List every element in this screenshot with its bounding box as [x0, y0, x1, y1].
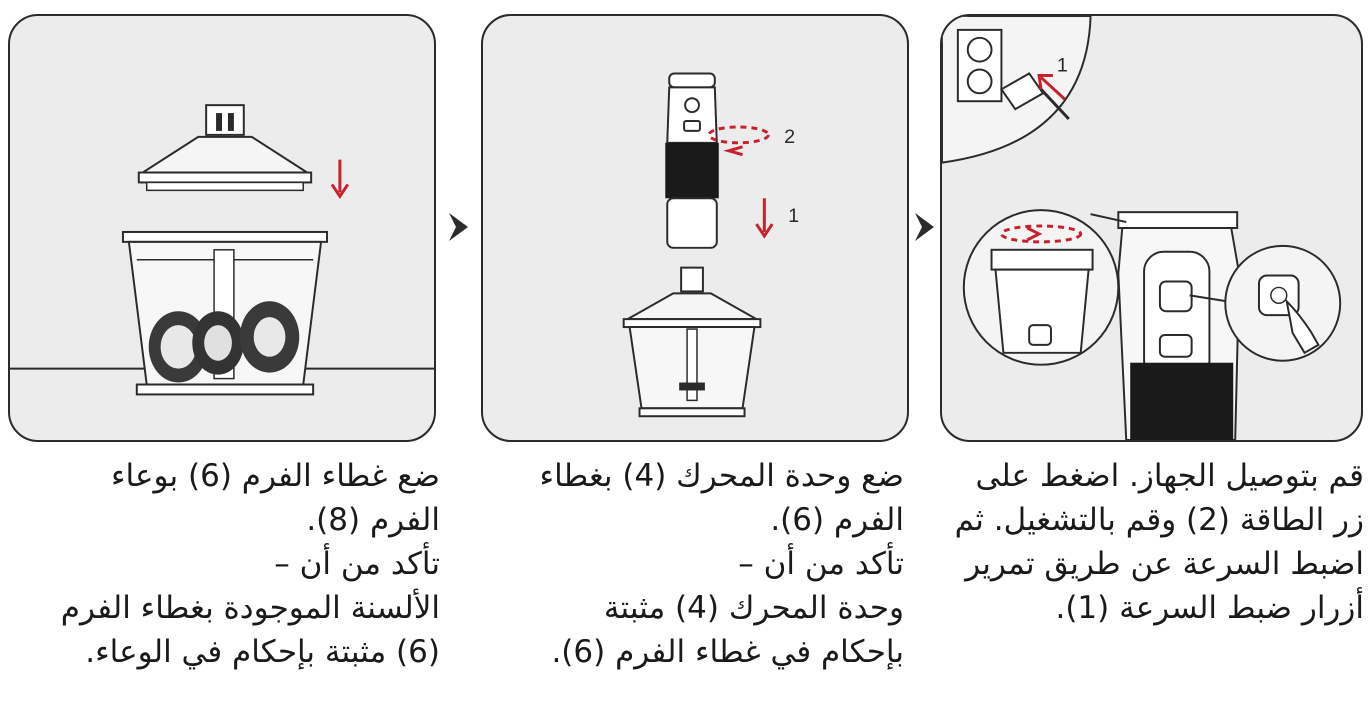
arrow-up-left-icon	[1037, 73, 1066, 101]
instruction-line: تأكد من أن –	[274, 546, 440, 582]
illustration-motor-lid: 2 1	[622, 72, 799, 418]
instruction-line: وحدة المحرك (4) مثبتة	[603, 590, 904, 626]
instruction-text-step-2: ضع وحدة المحرك (4) بغطاء الفرم (6). تأكد…	[488, 454, 905, 674]
instruction-line: بإحكام في غطاء الفرم (6).	[551, 634, 904, 670]
instruction-text-step-3: ضع غطاء الفرم (6) بوعاء الفرم (8). تأكد …	[40, 454, 440, 674]
finger-press-icon	[1285, 298, 1320, 355]
arrow-down-icon	[755, 198, 774, 239]
rotate-arrow-icon	[707, 125, 770, 157]
instruction-line: قم بتوصيل الجهاز. اضغط على	[975, 458, 1364, 494]
instruction-line: الألسنة الموجودة بغطاء الفرم	[60, 590, 440, 626]
step-label-1: 1	[788, 205, 799, 227]
step-label-1: 1	[1057, 54, 1068, 76]
instruction-line: ضع وحدة المحرك (4) بغطاء	[539, 458, 905, 494]
instruction-line: اضبط السرعة عن طريق تمرير	[965, 546, 1364, 582]
illustration-plug-power: 1	[942, 16, 1342, 440]
illustration-lid-bowl	[10, 104, 434, 396]
instruction-line: تأكد من أن –	[738, 546, 904, 582]
instruction-line: أزرار ضبط السرعة (1).	[1055, 590, 1364, 626]
step-label-2: 2	[784, 126, 795, 148]
instruction-line: ضع غطاء الفرم (6) بوعاء	[110, 458, 440, 494]
chevron-right-icon	[915, 213, 934, 241]
instruction-line: (6) مثبتة بإحكام في الوعاء.	[85, 634, 440, 670]
instruction-line: الفرم (8).	[306, 502, 440, 538]
panel-attach-lid	[8, 14, 436, 442]
instruction-line: الفرم (6).	[770, 502, 904, 538]
instruction-text-step-1: قم بتوصيل الجهاز. اضغط على زر الطاقة (2)…	[944, 454, 1364, 630]
panel-plug-and-press: 1	[940, 14, 1363, 442]
plug-icon	[999, 72, 1070, 121]
wall-socket-icon	[956, 28, 1003, 103]
instruction-line: زر الطاقة (2) وقم بالتشغيل. ثم	[954, 502, 1364, 538]
chevron-right-icon	[449, 213, 468, 241]
arrow-down-icon	[330, 159, 350, 199]
panel-attach-motor: 2 1	[481, 14, 909, 442]
